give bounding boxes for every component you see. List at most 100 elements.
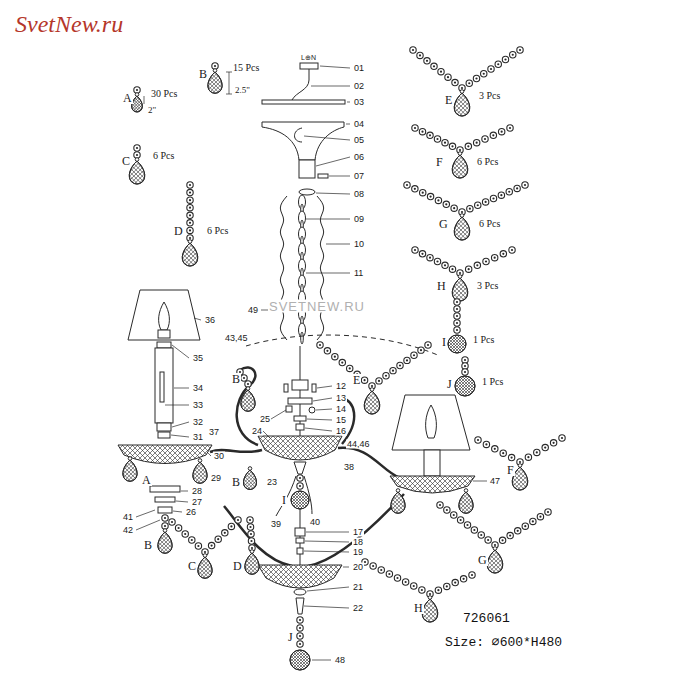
right-lamp [375,476,395,496]
crystal-drop [221,470,243,492]
crystal-drop [370,492,394,516]
crystal-ball [270,650,347,670]
leader-lines [136,520,160,530]
leader-lines [316,409,332,410]
crystal-drop [270,553,294,577]
crystal-bead [412,186,418,192]
crystal-drop [206,462,230,486]
crystal-drop [205,243,231,269]
crystal-ball [273,491,291,509]
crystal-drop [180,243,206,269]
crystal-bead [449,266,455,272]
crystal-drop [514,550,540,576]
callout-number: 44,46 [346,440,371,449]
crystal-bead [386,571,392,577]
crystal-bead [522,182,528,188]
crystal-bead [454,313,460,319]
crystal-drop [379,391,405,417]
chandelier-frame [292,69,309,100]
right-lamp [370,476,390,496]
crystal-drop [481,467,507,493]
crystal-drop [212,390,236,414]
crystal-drop [250,390,274,414]
crystal-bead [462,369,468,375]
crystal-bead [464,371,466,373]
crystal-bead [426,60,428,62]
crystal-ball [435,376,512,396]
crystal-bead [189,537,195,543]
crystal-drop [385,492,409,516]
crystal-bead [500,450,506,456]
callout-number: 08 [353,190,365,199]
crystal-bead [402,579,408,585]
callout-number: 20 [352,563,364,572]
right-lamp [440,476,460,496]
leader-lines [263,431,270,438]
chandelier-frame [364,565,393,594]
crystal-bead [499,537,505,543]
quantity-label: 6 Pcs [152,151,175,161]
crystal-drop [196,557,220,581]
crystal-bead [182,531,188,537]
crystal-drop [358,391,384,417]
crystal-bead [492,197,494,199]
crystal-drop [527,467,553,493]
crystal-bead [178,527,180,529]
crystal-drop [258,390,282,414]
crystal-bead [297,633,303,639]
crystal-drop [480,492,504,516]
crystal-drop [420,599,446,625]
leader-lines [316,193,350,194]
part-letter: J [446,378,453,390]
crystal-drop [254,553,278,577]
chandelier-frame [300,346,301,436]
crystal-drop [431,93,457,119]
crystal-drop [129,161,144,184]
crystal-bead [419,128,425,134]
crystal-drop [172,243,198,269]
crystal-bead [502,56,508,62]
chandelier-frame [295,528,305,536]
lamp-detail [222,445,243,466]
crystal-bead [390,367,396,373]
crystal-drop [266,390,290,414]
crystal-bead [514,185,520,191]
crystal-drop [523,550,549,576]
crystal-drop [156,161,182,187]
crystal-drop [420,599,446,625]
crystal-drop [381,492,405,516]
crystal-bead [297,475,303,481]
leader-lines [317,386,332,388]
callout-number: 37 [208,428,220,437]
crystal-drop [523,467,549,493]
crystal-bead [444,583,450,589]
leader-lines [271,410,286,419]
crystal-bead [444,142,446,144]
crystal-bead [324,348,330,354]
crystal-ball [324,491,342,509]
crystal-bead [482,136,488,142]
right-lamp [470,476,490,496]
crystal-drop [113,460,137,484]
crystal-bead [460,576,466,582]
callout-number: 47 [489,477,501,486]
crystal-bead [473,139,479,145]
crystal-bead [383,373,389,379]
callout-number: 13 [335,394,347,403]
crystal-drop [395,391,421,417]
right-lamp [435,476,455,496]
crystal-drop [495,492,519,516]
crystal-bead [189,537,195,543]
chandelier-frame [296,598,304,614]
crystal-drop [152,532,176,556]
part-letter: F [506,464,515,476]
crystal-drop [502,550,528,576]
crystal-drop [408,492,432,516]
crystal-bead [498,192,504,198]
crystal-bead [427,254,433,260]
crystal-bead [412,125,418,131]
crystal-drop [457,492,481,516]
crystal-bead [434,258,440,264]
crystal-drop [399,599,425,625]
crystal-drop [109,460,133,484]
